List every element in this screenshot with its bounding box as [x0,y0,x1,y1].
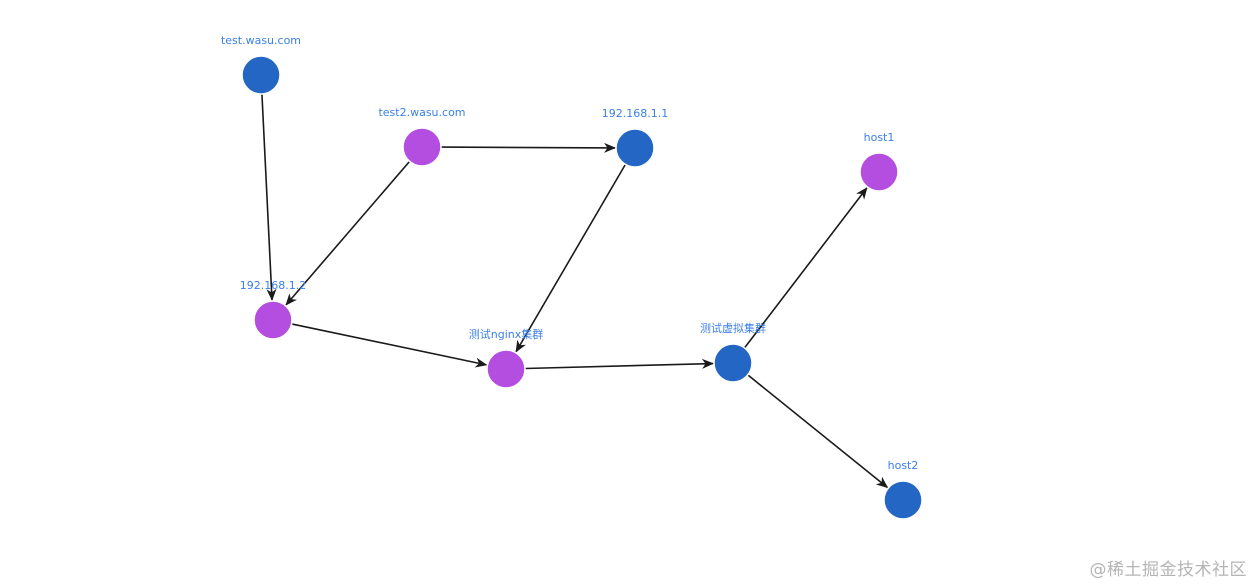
graph-node-n3[interactable]: 192.168.1.1 [602,107,668,168]
edge-n5-n6 [524,358,715,370]
graph-node-n1[interactable]: test.wasu.com [221,34,301,95]
node-circle[interactable] [253,300,293,340]
edge-n6-n7 [743,187,868,349]
node-circle[interactable] [713,343,753,383]
edge-n2-n4 [285,160,411,306]
node-circle[interactable] [859,152,899,192]
node-label: 192.168.1.2 [240,279,306,292]
edge-n1-n4 [261,93,277,302]
node-label: 测试nginx集群 [469,327,544,341]
node-circle[interactable] [883,480,923,520]
graph-node-n8[interactable]: host2 [883,459,923,520]
graph-node-n6[interactable]: 测试虚拟集群 [700,321,766,383]
node-label: host2 [888,459,919,472]
nodes-layer: test.wasu.com test2.wasu.com 192.168.1.1 19… [221,34,923,520]
node-circle[interactable] [402,127,442,167]
watermark-text: @稀土掘金技术社区 [1089,560,1247,580]
graph-node-n7[interactable]: host1 [859,131,899,192]
graph-node-n4[interactable]: 192.168.1.2 [240,279,306,340]
edges-layer [261,93,889,489]
node-label: 测试虚拟集群 [700,321,766,335]
node-label: test.wasu.com [221,34,301,47]
node-circle[interactable] [486,349,526,389]
node-circle[interactable] [615,128,655,168]
node-circle[interactable] [241,55,281,95]
edge-n2-n3 [440,142,617,153]
node-label: host1 [864,131,895,144]
edge-n6-n8 [747,374,889,489]
graph-node-n2[interactable]: test2.wasu.com [378,106,466,167]
edge-n3-n5 [515,164,627,353]
edge-n4-n5 [291,323,488,368]
node-label: 192.168.1.1 [602,107,668,120]
graph-node-n5[interactable]: 测试nginx集群 [469,327,544,389]
node-label: test2.wasu.com [378,106,465,119]
